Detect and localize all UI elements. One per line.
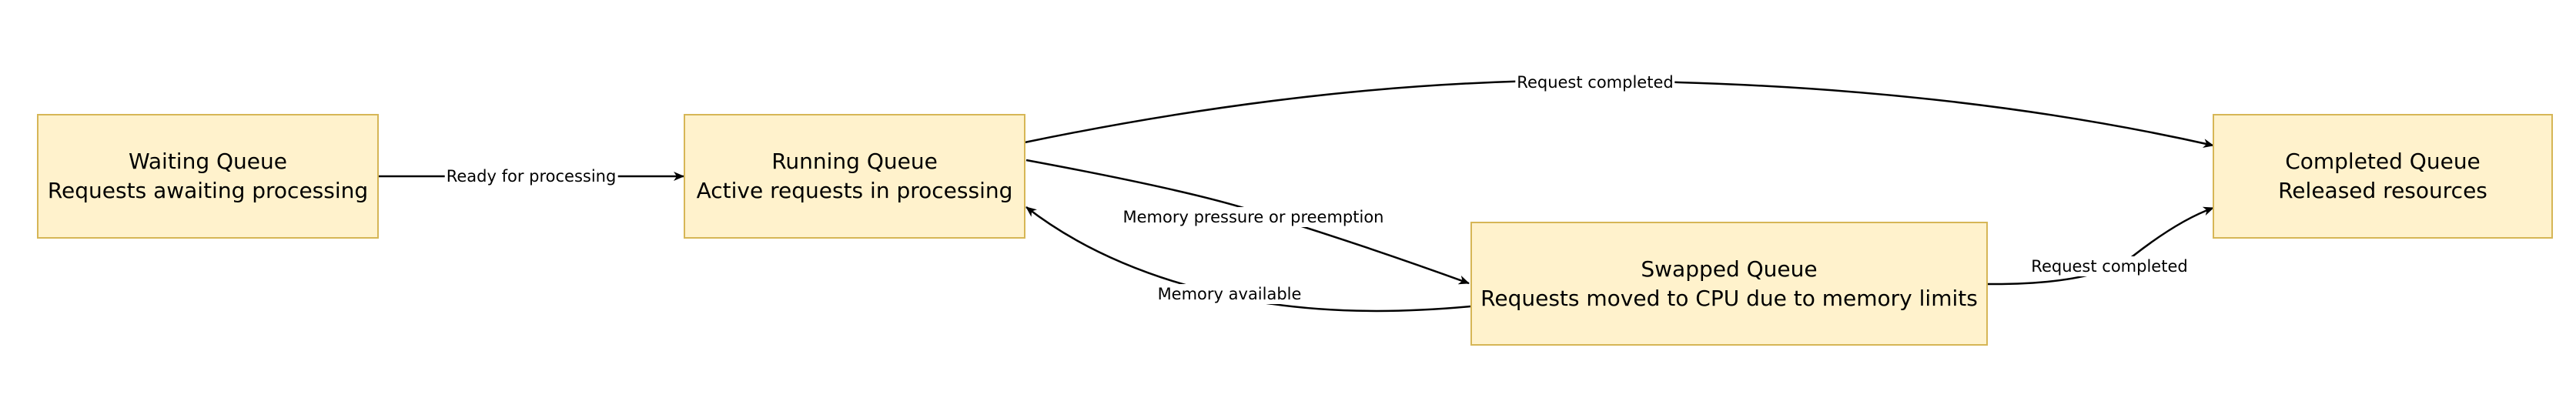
completed-queue-node: Completed Queue Released resources: [2213, 114, 2553, 239]
waiting-queue-node: Waiting Queue Requests awaiting processi…: [37, 114, 379, 239]
edge-label-request-completed-bottom: Request completed: [2029, 256, 2190, 276]
completed-queue-title: Completed Queue: [2285, 149, 2481, 174]
edge-label-memory-available: Memory available: [1156, 284, 1303, 304]
waiting-queue-title: Waiting Queue: [129, 149, 287, 174]
swapped-queue-title: Swapped Queue: [1641, 256, 1818, 282]
edge-label-memory-pressure: Memory pressure or preemption: [1121, 207, 1386, 227]
swapped-queue-node: Swapped Queue Requests moved to CPU due …: [1470, 222, 1988, 346]
completed-queue-subtitle: Released resources: [2278, 178, 2487, 203]
edge-label-request-completed-top: Request completed: [1515, 72, 1675, 92]
swapped-queue-subtitle: Requests moved to CPU due to memory limi…: [1480, 285, 1978, 311]
running-queue-title: Running Queue: [771, 149, 938, 174]
edge-label-ready-for-processing: Ready for processing: [444, 166, 618, 186]
waiting-queue-subtitle: Requests awaiting processing: [47, 178, 369, 203]
running-queue-subtitle: Active requests in processing: [696, 178, 1013, 203]
running-queue-node: Running Queue Active requests in process…: [684, 114, 1025, 239]
